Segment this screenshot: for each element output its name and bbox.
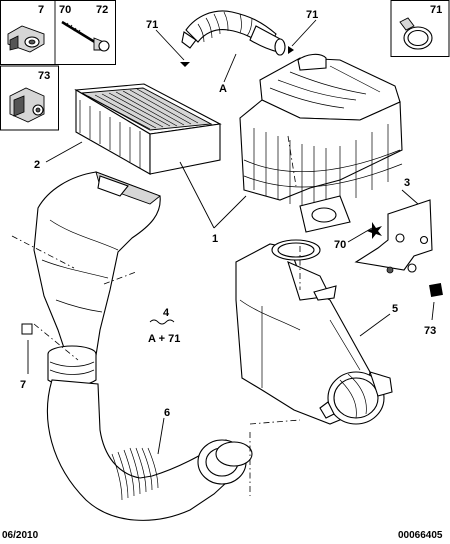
inset-label-7: 7	[38, 4, 44, 16]
callout-4: 4	[163, 307, 170, 319]
footer-date: 06/2010	[2, 530, 39, 541]
inset-label-70: 70	[59, 4, 71, 16]
callout-70: 70	[334, 239, 346, 251]
callout-71-left: 71	[146, 19, 158, 31]
lower-air-hose	[46, 379, 253, 521]
callout-A: A	[219, 83, 227, 95]
air-filter-element	[74, 83, 222, 175]
callout-71-right: 71	[306, 9, 318, 21]
arrow-marker-icon	[180, 62, 190, 67]
callout-73: 73	[424, 325, 436, 337]
square-marker-icon	[429, 283, 443, 297]
clip-icon	[7, 25, 45, 53]
inset-label-71: 71	[430, 4, 442, 16]
clip-marker-icon	[21, 323, 33, 335]
footer-reference: 00066405	[398, 530, 443, 541]
hose-clamp-icon	[399, 17, 433, 50]
callout-1: 1	[212, 233, 218, 245]
inset-label-72: 72	[96, 4, 108, 16]
callout-3: 3	[404, 177, 410, 189]
callout-7: 7	[20, 379, 26, 391]
callout-2: 2	[34, 159, 40, 171]
inset-fixing-stud: 73	[0, 65, 59, 131]
star-marker-icon	[367, 222, 382, 239]
air-filter-housing	[239, 53, 403, 233]
inset-hose-clamp: 71	[390, 0, 450, 57]
callout-6: 6	[164, 407, 170, 419]
stud-icon	[9, 87, 45, 123]
leader-lines	[27, 19, 435, 455]
assembly-lines	[11, 135, 301, 496]
marker-icons	[21, 46, 443, 335]
callout-5: 5	[392, 303, 398, 315]
callout-4-formula: A + 71	[148, 333, 180, 345]
mounting-bracket	[354, 199, 433, 274]
inset-label-73: 73	[38, 70, 50, 82]
inset-clip-screw: 7 70 72	[0, 0, 116, 65]
upper-air-duct	[181, 10, 286, 56]
intake-resonator	[235, 239, 393, 425]
arrow-marker-icon	[288, 46, 294, 54]
screw-icon	[61, 20, 110, 52]
inlet-duct	[33, 171, 161, 387]
